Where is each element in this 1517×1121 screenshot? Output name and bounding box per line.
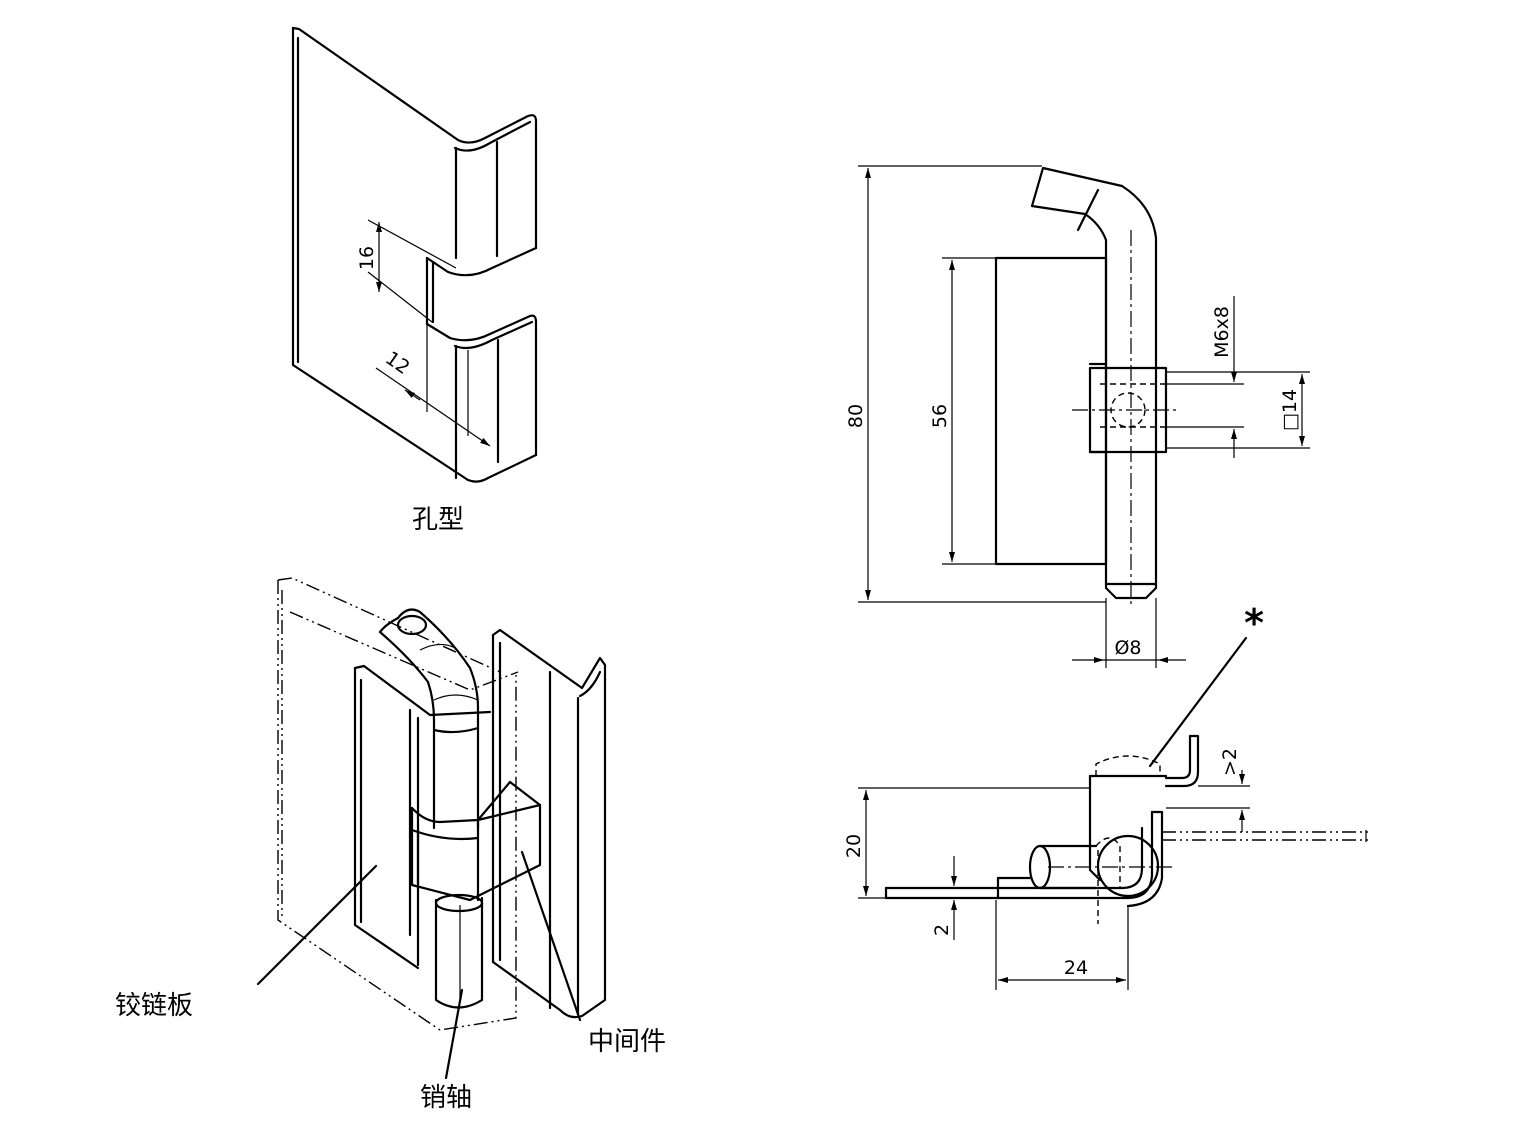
- front-view: 80 56 M6x8 □14 Ø8: [845, 165, 1310, 668]
- dim-pin-diameter: Ø8: [1114, 637, 1141, 659]
- label-hole-type: 孔型: [412, 505, 464, 535]
- label-middle-piece: 中间件: [588, 1027, 666, 1057]
- dim-16: 16: [356, 246, 378, 270]
- dim-20: 20: [843, 834, 865, 858]
- dim-2: 2: [931, 924, 953, 936]
- dim-56: 56: [929, 404, 951, 428]
- assembly-isometric-view: [256, 577, 607, 1080]
- dim-24: 24: [1064, 957, 1088, 979]
- side-view: 20 2 >2 24: [843, 636, 1370, 990]
- label-pin: 销轴: [420, 1083, 472, 1113]
- dim-gap-min: >2: [1219, 748, 1241, 776]
- dim-m6x8: M6x8: [1211, 306, 1233, 358]
- note-asterisk: *: [1244, 601, 1264, 645]
- label-hinge-plate: 铰链板: [115, 991, 193, 1021]
- dim-80: 80: [845, 404, 867, 428]
- dim-square-14: □14: [1279, 389, 1301, 431]
- hole-type-view: 16 12: [291, 26, 538, 483]
